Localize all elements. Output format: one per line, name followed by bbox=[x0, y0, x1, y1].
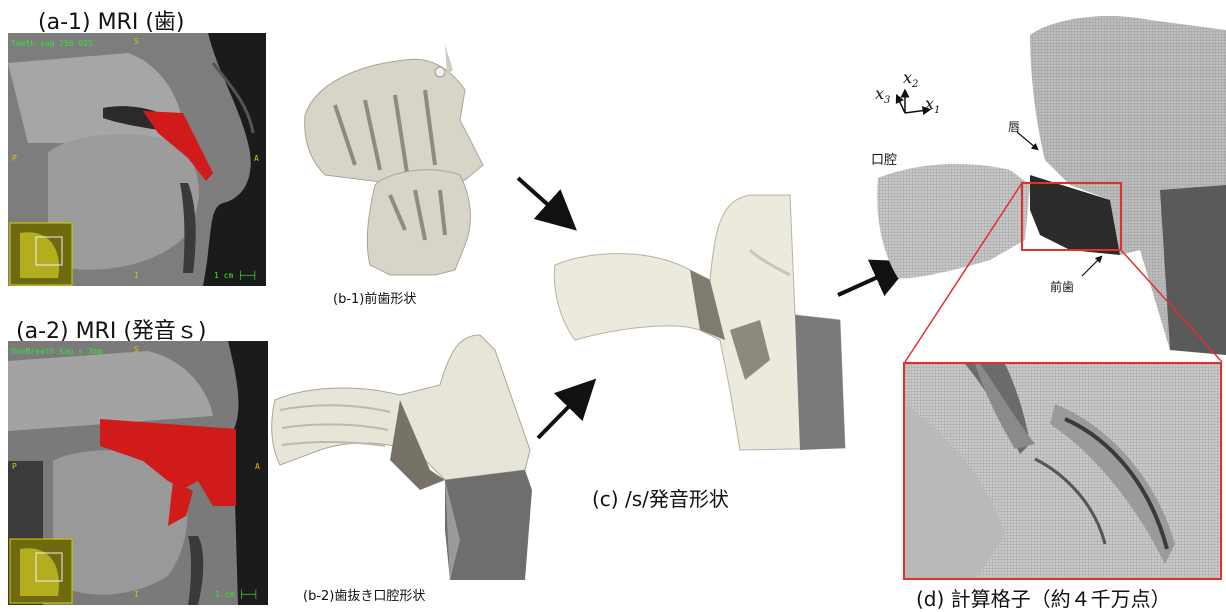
lip-pointer bbox=[1012, 130, 1042, 155]
mesh-label-mouth: 口腔 bbox=[871, 149, 897, 168]
teeth-pointer bbox=[1078, 252, 1108, 280]
mesh-caption: (d) 計算格子（約４千万点） bbox=[916, 583, 1171, 612]
mesh-label-teeth: 前歯 bbox=[1050, 278, 1074, 295]
mesh-zoom-inset bbox=[903, 362, 1222, 580]
mesh-zoom-drawing bbox=[905, 364, 1222, 580]
